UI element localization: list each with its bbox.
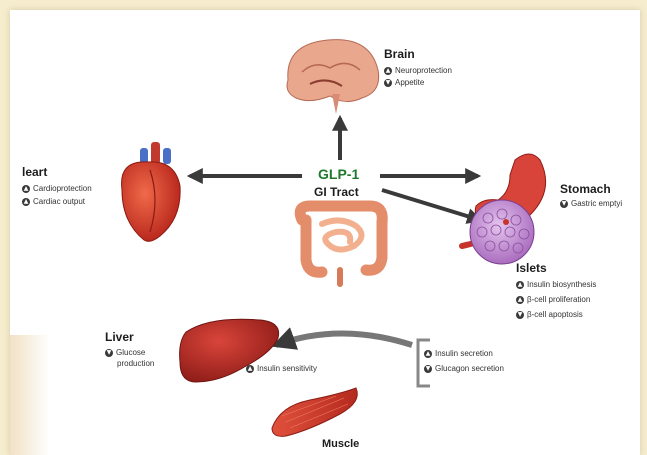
up-arrow-icon: ▲ xyxy=(22,198,30,206)
arrow-to-islets xyxy=(382,190,480,220)
up-arrow-icon: ▲ xyxy=(22,185,30,193)
muscle-illustration xyxy=(272,388,357,436)
down-arrow-icon: ▼ xyxy=(516,311,524,319)
diagram-frame: GLP-1 GI Tract Brain ▲ Neuroprotection ▼… xyxy=(10,10,640,455)
heart-title: leart xyxy=(22,165,47,179)
stomach-effect-gastric-emptying: ▼ Gastric emptyi xyxy=(560,199,622,208)
gi-tract-label: GI Tract xyxy=(314,185,359,199)
brain-illustration xyxy=(287,40,379,114)
down-arrow-icon: ▼ xyxy=(424,365,432,373)
insulin-secretion-effect: ▲ Insulin secretion xyxy=(424,349,493,358)
heart-effect-cardioprotection: ▲ Cardioprotection xyxy=(22,184,92,193)
arrow-to-liver xyxy=(276,334,412,346)
diagram-graphics xyxy=(10,10,640,455)
gi-tract-illustration xyxy=(300,206,382,284)
glucagon-secretion-effect: ▼ Glucagon secretion xyxy=(424,364,504,373)
down-arrow-icon: ▼ xyxy=(105,349,113,357)
up-arrow-icon: ▲ xyxy=(246,365,254,373)
up-arrow-icon: ▲ xyxy=(516,281,524,289)
down-arrow-icon: ▼ xyxy=(560,200,568,208)
heart-illustration xyxy=(122,142,181,241)
islets-illustration xyxy=(470,200,534,264)
heart-effect-cardiac-output: ▲ Cardiac output xyxy=(22,197,85,206)
up-arrow-icon: ▲ xyxy=(424,350,432,358)
brain-title: Brain xyxy=(384,47,415,61)
down-arrow-icon: ▼ xyxy=(384,79,392,87)
stomach-title: Stomach xyxy=(560,182,611,196)
liver-effect-production-line: production xyxy=(117,359,154,368)
liver-effect-glucose-production: ▼ Glucose xyxy=(105,348,145,357)
islets-effect-beta-cell-proliferation: ▲ β-cell proliferation xyxy=(516,295,590,304)
glp1-label: GLP-1 xyxy=(318,166,359,182)
islets-effect-beta-cell-apoptosis: ▼ β-cell apoptosis xyxy=(516,310,583,319)
up-arrow-icon: ▲ xyxy=(384,67,392,75)
muscle-title: Muscle xyxy=(322,438,359,450)
muscle-effect-insulin-sensitivity: ▲ Insulin sensitivity xyxy=(246,364,317,373)
brain-effect-neuroprotection: ▲ Neuroprotection xyxy=(384,66,452,75)
islets-effect-insulin-biosynthesis: ▲ Insulin biosynthesis xyxy=(516,280,596,289)
brain-effect-appetite: ▼ Appetite xyxy=(384,78,424,87)
up-arrow-icon: ▲ xyxy=(516,296,524,304)
liver-title: Liver xyxy=(105,330,134,344)
secretion-bracket xyxy=(418,340,430,386)
islets-title: Islets xyxy=(516,261,547,275)
